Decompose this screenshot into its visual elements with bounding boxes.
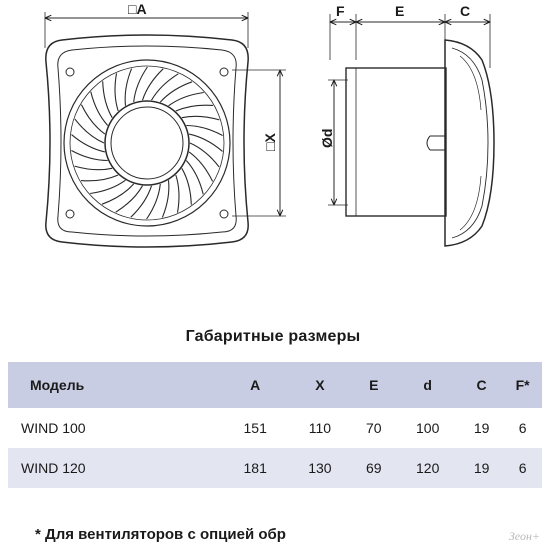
louver-blade [141, 68, 164, 101]
louver-blade [188, 133, 223, 152]
louver-blade [186, 124, 223, 136]
louver-blade [159, 81, 193, 103]
label-dimension-E: E [395, 3, 404, 19]
table-header-row: Модель A X E d C F* [8, 362, 542, 408]
header-F: F* [503, 362, 542, 408]
louver-blade [168, 91, 204, 107]
header-A: A [222, 362, 288, 408]
grille-outline [45, 34, 249, 248]
louver-blade [175, 104, 214, 112]
louver-blade [115, 185, 143, 213]
cell-E: 69 [352, 448, 396, 488]
louver-blade [181, 168, 192, 205]
louver-blade [102, 81, 113, 118]
cell-d: 120 [395, 448, 461, 488]
cell-X: 130 [287, 448, 353, 488]
header-X: X [287, 362, 353, 408]
louver-blade [71, 150, 108, 162]
louver-blade [133, 66, 148, 103]
cell-A: 181 [222, 448, 288, 488]
louver-blade [189, 142, 220, 168]
front-view [45, 12, 286, 248]
table-row: WIND 120 181 130 69 120 19 6 [8, 448, 542, 488]
louver-blade [90, 91, 109, 126]
louver-blade [146, 183, 161, 220]
louver-blade [114, 73, 119, 112]
louver-blade [101, 183, 135, 205]
label-dimension-F: F [336, 3, 345, 19]
cell-model: WIND 100 [21, 420, 86, 436]
louver-blade [175, 174, 180, 213]
table-row: WIND 100 151 110 70 100 19 6 [8, 408, 542, 448]
cell-F: 6 [503, 448, 542, 488]
cover-profile [444, 39, 495, 247]
label-dimension-C: C [460, 3, 470, 19]
louver-blade [74, 118, 105, 144]
louver-blade [124, 68, 133, 106]
cell-A: 151 [243, 420, 267, 436]
louver-blade [80, 104, 106, 135]
louver-blade [188, 151, 214, 182]
louver-blade [130, 185, 153, 218]
louver-blade [90, 179, 126, 195]
label-dimension-d: Ød [319, 129, 335, 148]
cell-C: 19 [460, 448, 504, 488]
cell-X: 110 [308, 420, 332, 436]
header-C: C [460, 362, 504, 408]
louver-blade [80, 174, 119, 182]
table-title: Габаритные размеры [185, 328, 361, 345]
watermark: Зеон+ [508, 529, 540, 543]
cell-d: 100 [416, 420, 440, 436]
cell-C: 19 [473, 420, 490, 436]
header-model: Модель [8, 362, 223, 408]
louver-blade [161, 180, 170, 218]
cell-E: 70 [366, 420, 382, 436]
louver-blade [74, 165, 113, 171]
label-dimension-X: □X [262, 133, 278, 151]
louver-blade [181, 115, 220, 121]
cell-F: 6 [518, 420, 527, 436]
dimensions-table: Модель A X E d C F* WIND 100 151 110 70 … [8, 362, 542, 488]
header-d: d [395, 362, 461, 408]
louver-blade [71, 134, 106, 153]
louver-blade [151, 73, 179, 101]
side-view [328, 14, 495, 247]
dimension-drawing: □A □X F E C Ød [0, 1, 495, 248]
cell-model: WIND 120 [8, 448, 223, 488]
label-dimension-A: □A [128, 1, 147, 17]
louver-blade [185, 160, 204, 195]
footnote: * Для вентиляторов с опцией обр [35, 526, 286, 543]
header-E: E [352, 362, 396, 408]
